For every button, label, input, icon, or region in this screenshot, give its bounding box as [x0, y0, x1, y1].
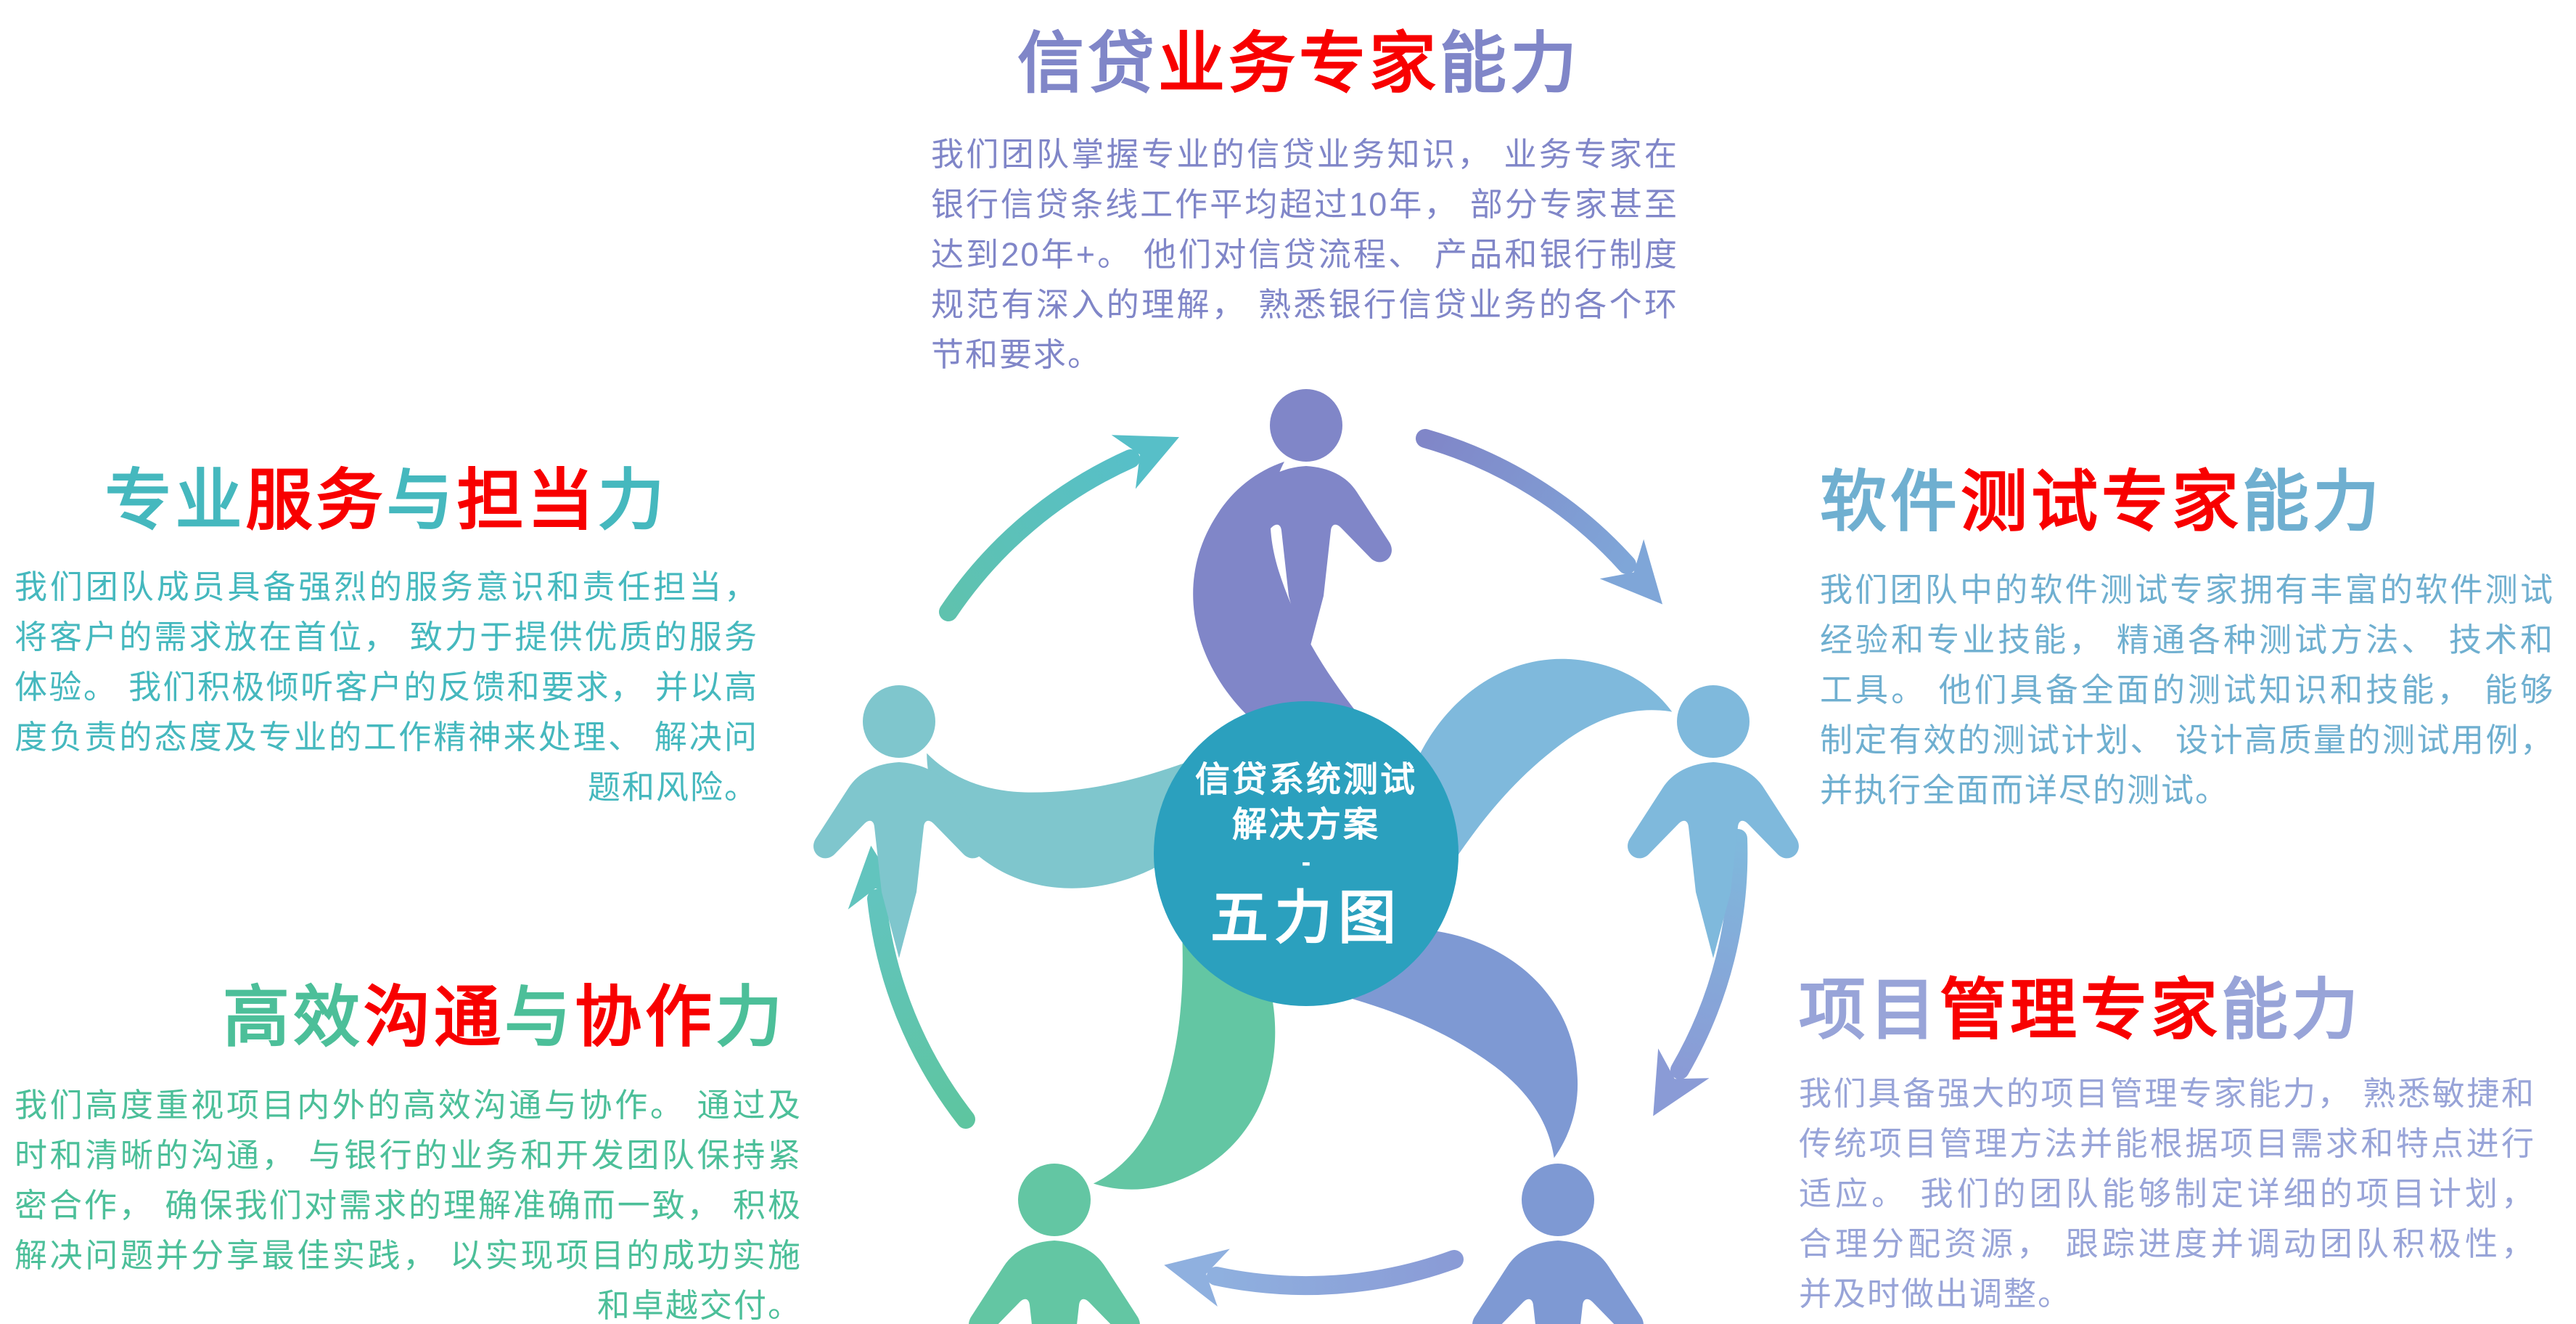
- section-service-responsibility: 专业服务与担当力 我们团队成员具备强烈的服务意识和责任担当， 将客户的需求放在首…: [15, 464, 758, 812]
- cycle-arrows: [848, 429, 1748, 1307]
- center-circle: [1154, 701, 1459, 1006]
- title-segment: 与: [504, 981, 575, 1055]
- title-segment: 专业: [104, 464, 246, 538]
- person-service-responsibility-icon: [813, 685, 985, 958]
- title-segment: 服务: [245, 464, 387, 538]
- title-segment: 项目: [1799, 973, 1940, 1047]
- section-title-software: 软件测试专家能力: [1820, 465, 2560, 539]
- arrow-bottom-right-to-bottom-left: [1164, 1249, 1464, 1307]
- center-title-line2: 解决方案: [1231, 806, 1380, 845]
- title-segment: 业务专家: [1157, 27, 1440, 101]
- section-description-communication: 我们高度重视项目内外的高效沟通与协作。 通过及时和清晰的沟通， 与银行的业务和开…: [15, 1087, 802, 1324]
- person-project-management-expert-icon: [1472, 1164, 1644, 1324]
- title-segment: 能力: [2221, 973, 2363, 1047]
- section-title-communication: 高效沟通与协作力: [141, 981, 867, 1055]
- title-segment: 能力: [2242, 465, 2384, 539]
- center-dash: -: [1301, 846, 1311, 878]
- arrow-right-to-bottom-right: [1653, 829, 1748, 1116]
- title-segment: 力: [715, 981, 787, 1055]
- title-segment: 信贷: [1017, 27, 1158, 101]
- title-segment: 协作: [575, 981, 716, 1055]
- section-credit-business-expert: 信贷业务专家能力 我们团队掌握专业的信贷业务知识， 业务专家在银行信贷条线工作平…: [914, 27, 1683, 380]
- title-segment: 测试专家: [1961, 465, 2243, 539]
- section-title-credit: 信贷业务专家能力: [914, 27, 1683, 101]
- person-software-testing-expert-icon: [1628, 685, 1799, 958]
- title-segment: 高效: [222, 981, 364, 1055]
- title-segment: 管理专家: [1940, 973, 2222, 1047]
- section-software-testing-expert: 软件测试专家能力 我们团队中的软件测试专家拥有丰富的软件测试经验和专业技能， 精…: [1820, 465, 2560, 815]
- section-project-management-expert: 项目管理专家能力 我们具备强大的项目管理专家能力， 熟悉敏捷和传统项目管理方法并…: [1799, 973, 2546, 1319]
- title-segment: 沟通: [363, 981, 504, 1055]
- section-communication-collaboration: 高效沟通与协作力 我们高度重视项目内外的高效沟通与协作。 通过及时和清晰的沟通，…: [15, 981, 802, 1324]
- title-segment: 软件: [1820, 465, 1961, 539]
- section-title-service: 专业服务与担当力: [15, 464, 758, 538]
- center-circle-label: 信贷系统测试 解决方案 - 五力图: [1132, 758, 1480, 956]
- section-title-project: 项目管理专家能力: [1799, 973, 2546, 1047]
- section-description-software: 我们团队中的软件测试专家拥有丰富的软件测试经验和专业技能， 精通各种测试方法、 …: [1820, 571, 2554, 809]
- title-segment: 与: [386, 464, 457, 538]
- section-description-credit: 我们团队掌握专业的信贷业务知识， 业务专家在银行信贷条线工作平均超过10年， 部…: [931, 136, 1678, 373]
- arrow-left-to-top: [939, 435, 1179, 621]
- title-segment: 力: [597, 464, 668, 538]
- section-description-service: 我们团队成员具备强烈的服务意识和责任担当， 将客户的需求放在首位， 致力于提供优…: [15, 568, 758, 806]
- title-segment: 能力: [1440, 27, 1581, 101]
- center-title-main: 五力图: [1210, 885, 1402, 950]
- title-segment: 担当: [456, 464, 598, 538]
- section-description-project: 我们具备强大的项目管理专家能力， 熟悉敏捷和传统项目管理方法并能根据项目需求和特…: [1799, 1075, 2535, 1312]
- arrow-top-to-right: [1416, 429, 1663, 605]
- center-title-line1: 信贷系统测试: [1194, 761, 1417, 799]
- arrow-bottom-left-to-left: [848, 846, 975, 1129]
